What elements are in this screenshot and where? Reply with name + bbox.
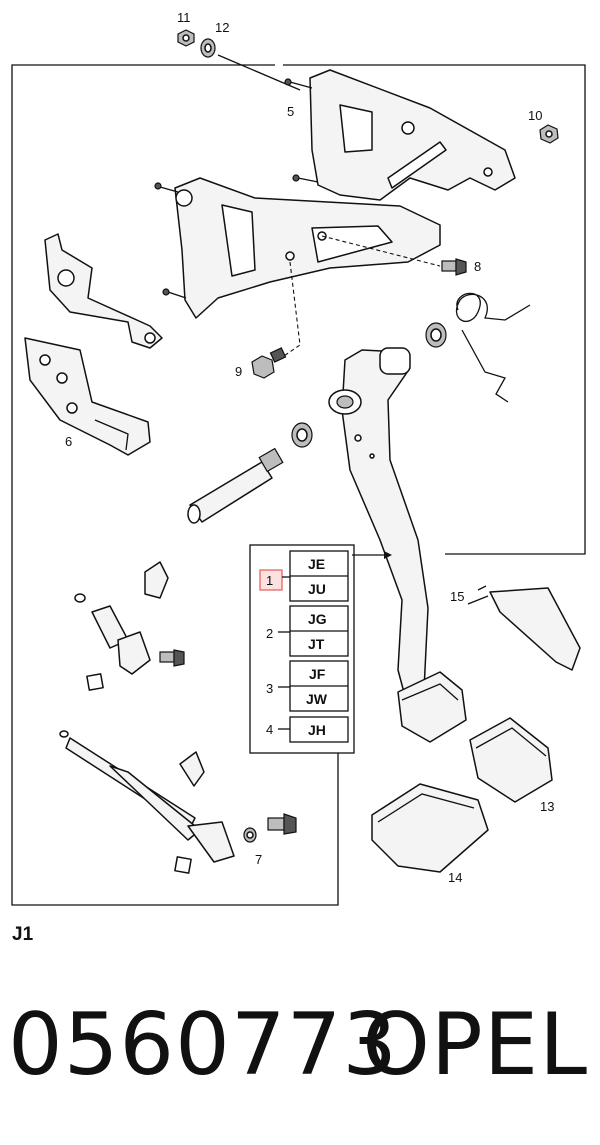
callout-15: 15 — [450, 589, 464, 604]
callout-8: 8 — [474, 259, 481, 274]
callout-6: 6 — [65, 434, 72, 449]
pedal-switch-15 — [467, 585, 581, 671]
variant-code-je: JE — [308, 556, 325, 572]
exploded-parts-diagram: 1 JE JU 2 JG JT 3 JF JW 4 JH 11 12 5 10 … — [11, 10, 586, 906]
nut-11 — [177, 29, 195, 47]
variant-table: 1 JE JU 2 JG JT 3 JF JW 4 JH — [249, 544, 355, 754]
brand-name: OPEL — [362, 995, 588, 1095]
push-rod-long — [59, 730, 235, 863]
small-clip-lower — [179, 751, 205, 787]
pedal-rubber-14 — [371, 783, 489, 873]
callout-14: 14 — [448, 870, 462, 885]
pedal-rubber-13 — [469, 717, 553, 803]
assembly-frame — [11, 64, 586, 906]
clip-bottom — [174, 856, 192, 874]
dashed-leader-9 — [277, 261, 301, 361]
small-clip-upper — [86, 673, 104, 691]
bolt-7 — [267, 813, 297, 835]
pivot-shaft — [187, 447, 284, 524]
bolt-8 — [441, 258, 467, 276]
bracket-6 — [24, 337, 151, 456]
table-arrow-head — [384, 551, 392, 559]
pedal-bracket — [154, 177, 441, 319]
variant-code-jh: JH — [308, 722, 326, 738]
variant-code-ju: JU — [308, 581, 326, 597]
part-number: 0560773 — [8, 995, 399, 1095]
callout-12: 12 — [215, 20, 229, 35]
variant-code-jw: JW — [306, 691, 328, 707]
pedal-pad — [397, 671, 467, 743]
variant-code-jg: JG — [308, 611, 327, 627]
variant-code-jt: JT — [308, 636, 325, 652]
variant-index-4: 4 — [266, 722, 273, 737]
clevis-bolt — [159, 649, 185, 667]
variant-index-3: 3 — [266, 681, 273, 696]
variant-code-jf: JF — [309, 666, 326, 682]
callout-11: 11 — [177, 10, 191, 25]
callout-13: 13 — [540, 799, 554, 814]
nut-10 — [539, 124, 559, 144]
push-rod-upper — [74, 593, 151, 675]
variant-index-1: 1 — [266, 573, 273, 588]
dashed-leader-8 — [321, 235, 441, 267]
washer-7 — [243, 827, 257, 843]
bolt-9 — [251, 347, 287, 379]
clutch-pedal — [328, 347, 429, 701]
clevis-clip — [144, 561, 169, 599]
variant-index-2: 2 — [266, 626, 273, 641]
return-spring — [455, 292, 531, 403]
callout-9: 9 — [235, 364, 242, 379]
washer-12 — [200, 38, 216, 58]
upper-bracket-5 — [284, 69, 516, 201]
shaft-clip — [291, 422, 313, 448]
highlight-box — [259, 569, 283, 591]
switch-bracket — [44, 233, 163, 349]
callout-10: 10 — [528, 108, 542, 123]
callout-7: 7 — [255, 852, 262, 867]
diagram-code: J1 — [12, 924, 34, 945]
pedal-bush — [425, 322, 447, 348]
callout-5: 5 — [287, 104, 294, 119]
